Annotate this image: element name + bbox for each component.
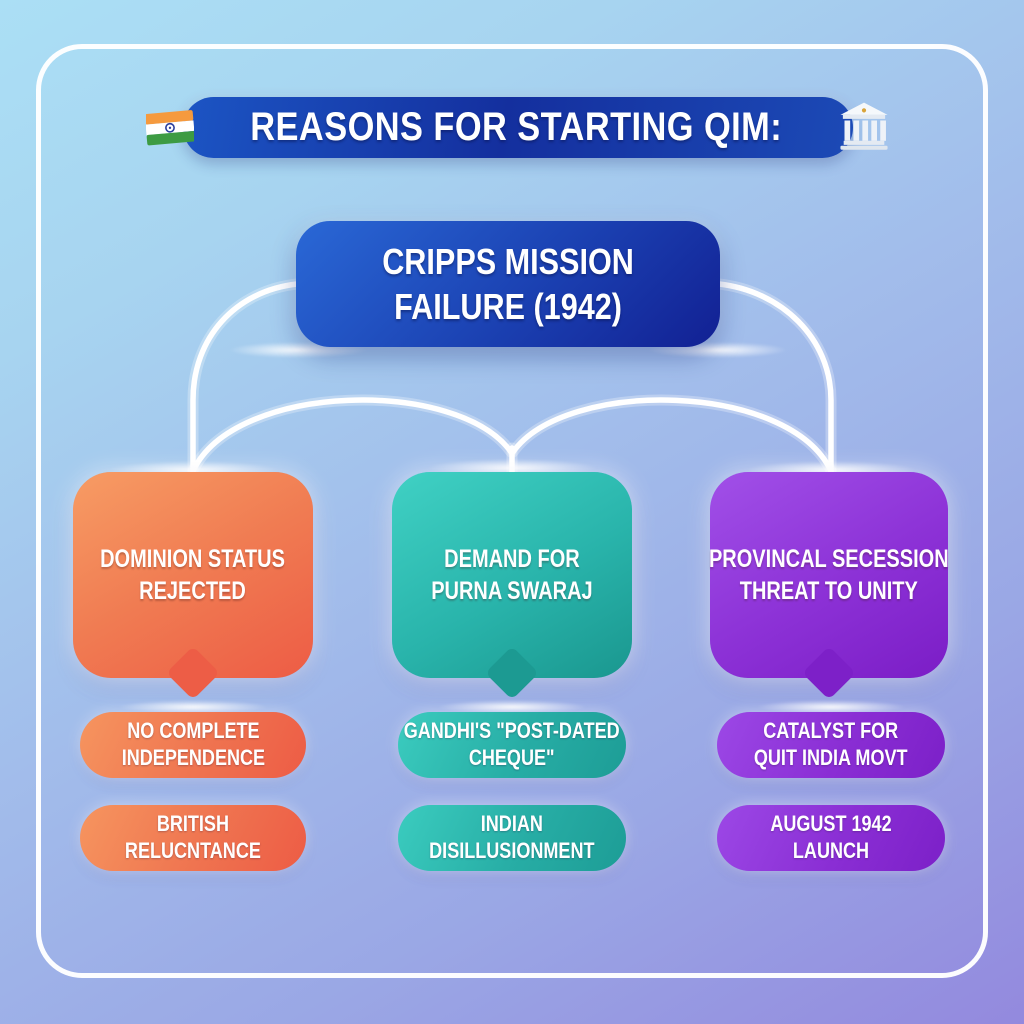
india-flag-icon	[145, 109, 194, 145]
sub-point-pill: INDIAN DISILLUSIONMENT	[398, 805, 626, 871]
branch-node-provincial-secession: PROVINCAL SECESSION THREAT TO UNITY	[709, 472, 949, 700]
pill-label-line2: RELUCNTANCE	[125, 838, 261, 863]
connector-root-to-left	[190, 281, 300, 474]
branch-label-line2: REJECTED	[139, 577, 247, 605]
outer-border-frame	[36, 44, 988, 978]
root-label-line2: FAILURE (1942)	[394, 286, 622, 327]
branch-node-dominion-status: DOMINION STATUS REJECTED	[73, 472, 313, 700]
sub-point-pill: CATALYST FOR QUIT INDIA MOVT	[717, 712, 945, 778]
sub-point-pill: GANDHI'S "POST-DATED CHEQUE"	[398, 712, 626, 778]
pill-label-line1: CATALYST FOR	[763, 718, 899, 744]
branch-label-line2: THREAT TO UNITY	[739, 577, 919, 605]
classical-building-icon	[840, 102, 888, 150]
pill-label-line2: LAUNCH	[792, 838, 870, 863]
pill-label-line1: NO COMPLETE	[126, 718, 260, 744]
root-node-cripps-mission: CRIPPS MISSION FAILURE (1942)	[296, 221, 720, 347]
branch-node-purna-swaraj: DEMAND FOR PURNA SWARAJ	[392, 472, 632, 700]
branch-label-line2: PURNA SWARAJ	[431, 577, 593, 605]
pill-label-line1: GANDHI'S "POST-DATED	[404, 718, 620, 744]
sub-point-pill: BRITISH RELUCNTANCE	[80, 805, 306, 871]
connector-root-to-right	[716, 281, 834, 474]
sub-point-pill: AUGUST 1942 LAUNCH	[717, 805, 945, 871]
pill-label-line2: CHEQUE"	[469, 745, 555, 770]
pill-label-line2: INDEPENDENCE	[121, 745, 265, 770]
pill-label-line1: INDIAN	[480, 811, 544, 837]
connector-arc-right-center	[510, 397, 834, 474]
page-title: REASONS FOR STARTING QIM:	[250, 105, 782, 149]
pill-label-line2: DISILLUSIONMENT	[429, 838, 595, 863]
title-bar: REASONS FOR STARTING QIM:	[145, 97, 888, 158]
pill-label-line1: AUGUST 1942	[770, 811, 892, 837]
pill-label-line2: QUIT INDIA MOVT	[754, 745, 908, 770]
root-label-line1: CRIPPS MISSION	[382, 240, 634, 282]
branch-label-line1: PROVINCAL SECESSION	[709, 545, 949, 573]
sub-point-pill: NO COMPLETE INDEPENDENCE	[80, 712, 306, 778]
pill-label-line1: BRITISH	[156, 811, 230, 837]
connector-arc-left-center	[190, 397, 514, 474]
branch-label-line1: DOMINION STATUS	[100, 545, 286, 573]
branch-label-line1: DEMAND FOR	[444, 545, 580, 573]
